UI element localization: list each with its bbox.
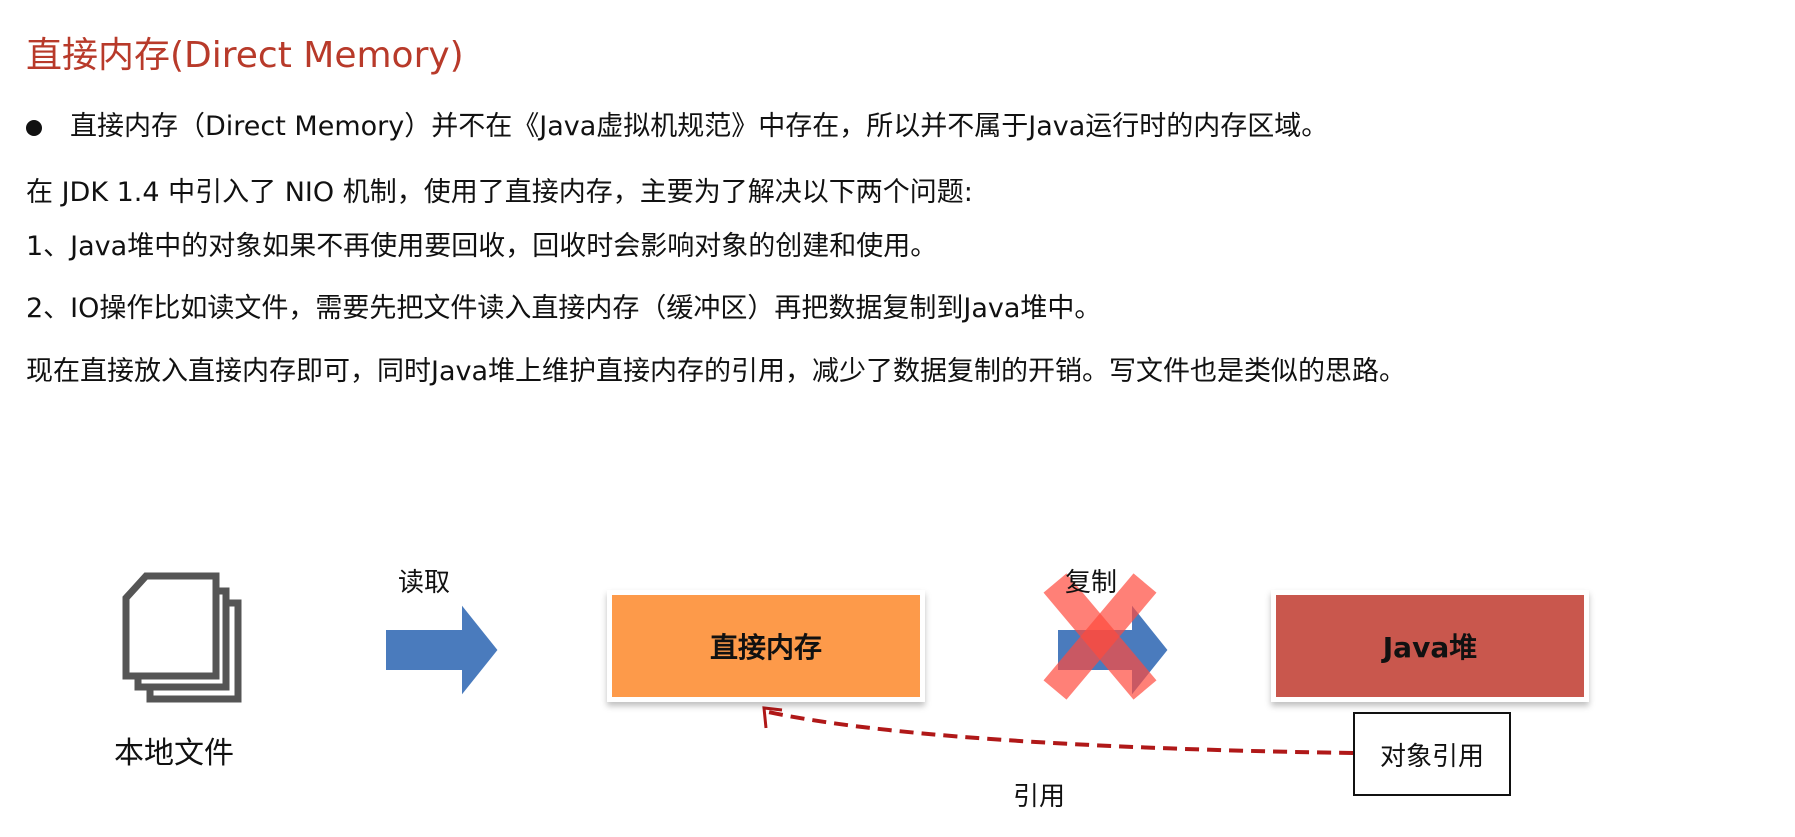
read-arrow (382, 594, 503, 706)
bullet-line: 直接内存（Direct Memory）并不在《Java虚拟机规范》中存在，所以并… (26, 104, 1328, 143)
file-stack-icon (122, 572, 242, 703)
cross-icon (1043, 573, 1157, 700)
direct-memory-box: 直接内存 (607, 590, 925, 702)
reference-dashed-arrow (767, 710, 1354, 755)
text-line: 在 JDK 1.4 中引入了 NIO 机制，使用了直接内存，主要为了解决以下两个… (26, 177, 973, 208)
bullet-icon (26, 119, 42, 136)
java-heap-box: Java堆 (1271, 590, 1589, 702)
line-text: 直接内存（Direct Memory）并不在《Java虚拟机规范》中存在，所以并… (70, 111, 1329, 142)
local-file-label: 本地文件 (114, 736, 234, 771)
ref-label: 引用 (1013, 782, 1066, 812)
read-label: 读取 (398, 568, 451, 598)
copy-label: 复制 (1065, 568, 1118, 598)
text-line: 现在直接放入直接内存即可，同时Java堆上维护直接内存的引用，减少了数据复制的开… (26, 356, 1407, 387)
slide-title: 直接内存(Direct Memory) (26, 35, 464, 76)
object-ref-box: 对象引用 (1353, 712, 1511, 796)
text-line: 2、IO操作比如读文件，需要先把文件读入直接内存（缓冲区）再把数据复制到Java… (26, 293, 1102, 324)
text-line: 1、Java堆中的对象如果不再使用要回收，回收时会影响对象的创建和使用。 (26, 231, 938, 262)
arrowhead-icon (762, 706, 783, 729)
